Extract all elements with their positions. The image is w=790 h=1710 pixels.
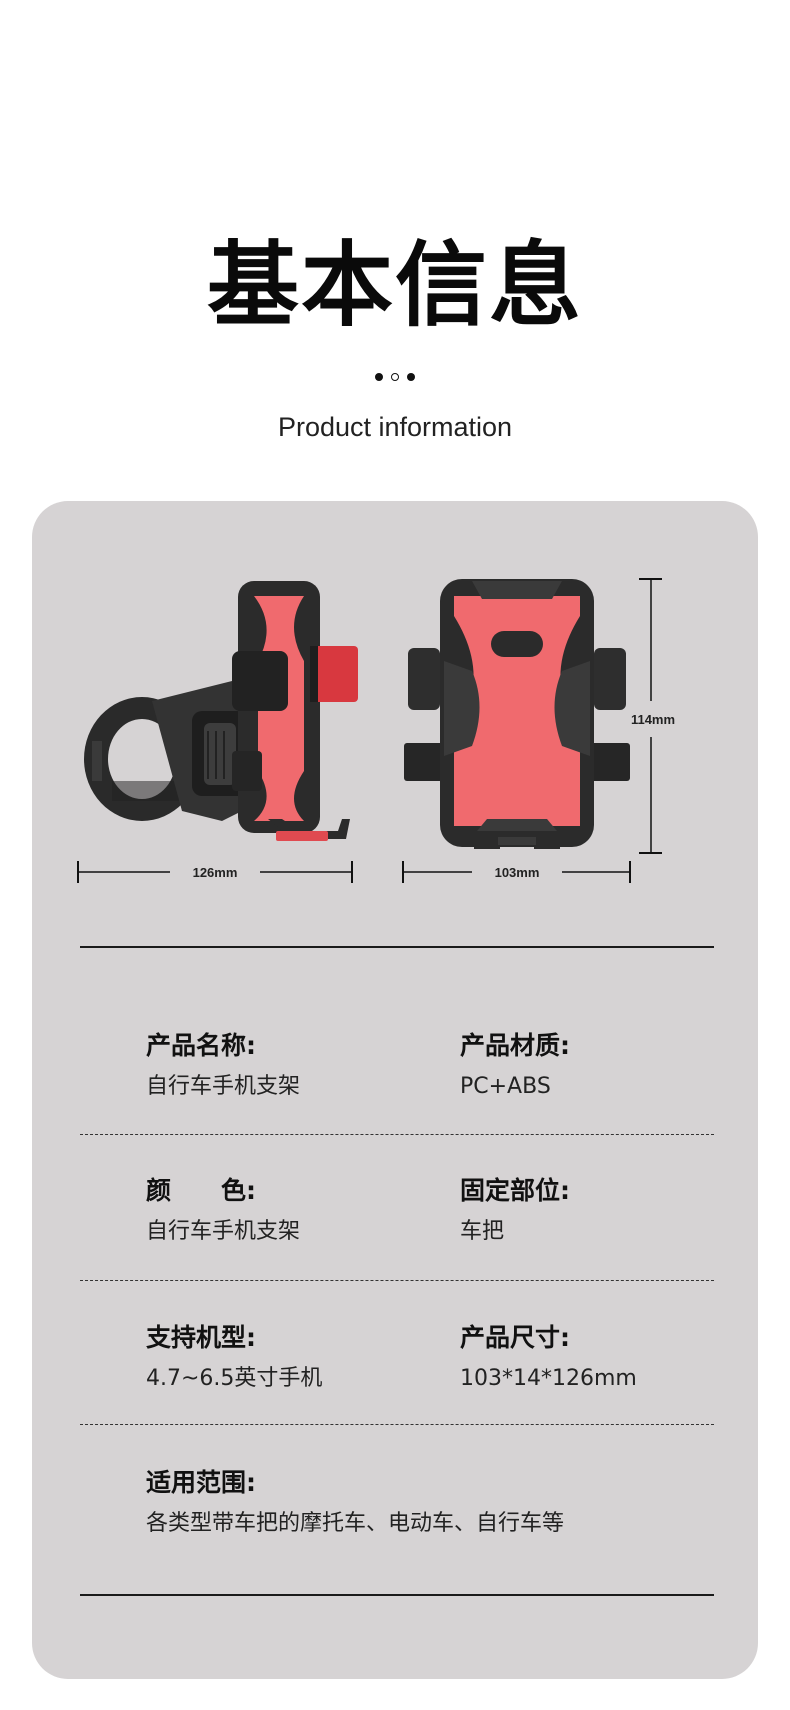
- spec-color: 颜 色: 自行车手机支架: [146, 1175, 466, 1247]
- spec-label: 支持机型:: [146, 1323, 256, 1352]
- spec-label: 固定部位:: [460, 1176, 570, 1205]
- product-illustration: 126mm 103mm: [77, 578, 675, 883]
- front-view-holder-image: [404, 579, 630, 849]
- spec-supported-models: 支持机型: 4.7~6.5英寸手机: [146, 1322, 466, 1394]
- spec-value: 4.7~6.5英寸手机: [146, 1366, 323, 1391]
- front-width-label: 103mm: [495, 865, 540, 880]
- side-view-holder-image: [84, 581, 358, 841]
- page-title: 基本信息: [206, 232, 583, 339]
- divider: [80, 1280, 714, 1281]
- spec-material: 产品材质: PC+ABS: [460, 1030, 780, 1102]
- page-subtitle: Product information: [277, 412, 513, 442]
- spec-value: 103*14*126mm: [460, 1366, 637, 1391]
- spec-mount: 固定部位: 车把: [460, 1175, 780, 1247]
- spec-value: 各类型带车把的摩托车、电动车、自行车等: [146, 1511, 565, 1536]
- decorative-dots: [0, 373, 790, 381]
- spec-applicable-range: 适用范围: 各类型带车把的摩托车、电动车、自行车等: [146, 1467, 706, 1539]
- spec-value: 自行车手机支架: [146, 1074, 301, 1099]
- dot-icon: [375, 373, 383, 381]
- divider: [80, 1134, 714, 1135]
- spec-product-name: 产品名称: 自行车手机支架: [146, 1030, 466, 1102]
- spec-label: 颜 色:: [146, 1176, 256, 1205]
- height-label: 114mm: [631, 712, 675, 727]
- spec-label: 适用范围:: [146, 1468, 256, 1497]
- spec-value: 车把: [460, 1219, 505, 1244]
- spec-label: 产品名称:: [146, 1031, 256, 1060]
- spec-label: 产品材质:: [460, 1031, 570, 1060]
- info-card: 126mm 103mm: [32, 501, 758, 1679]
- spec-value: PC+ABS: [460, 1074, 551, 1099]
- dot-icon: [391, 373, 399, 381]
- dot-icon: [407, 373, 415, 381]
- divider: [80, 1594, 714, 1596]
- spec-value: 自行车手机支架: [146, 1219, 301, 1244]
- divider: [80, 1424, 714, 1425]
- side-width-label: 126mm: [193, 865, 238, 880]
- spec-label: 产品尺寸:: [460, 1323, 570, 1352]
- spec-size: 产品尺寸: 103*14*126mm: [460, 1322, 780, 1394]
- divider: [80, 946, 714, 948]
